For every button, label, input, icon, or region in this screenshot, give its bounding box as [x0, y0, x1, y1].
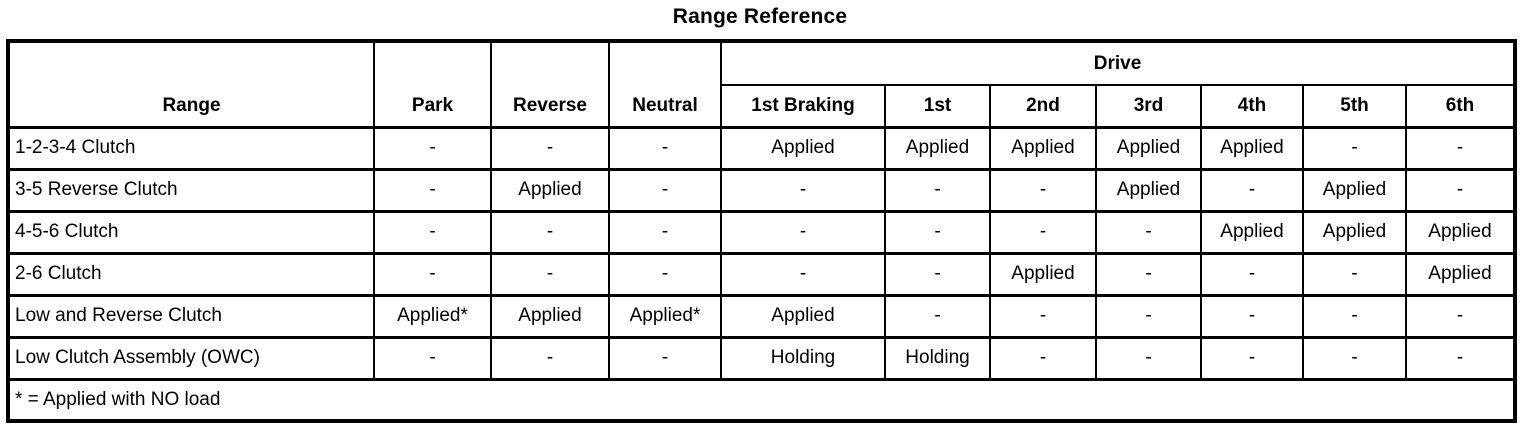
footnote-text: * = Applied with NO load [7, 377, 1516, 422]
table-row: Low and Reverse Clutch Applied* Applied … [7, 293, 1516, 338]
table-cell: - [1200, 251, 1304, 296]
table-cell: Applied [720, 293, 886, 338]
table-cell: - [720, 251, 886, 296]
table-cell: - [1095, 335, 1202, 380]
table-cell: - [1405, 293, 1516, 338]
col-header-2nd: 2nd [989, 84, 1097, 128]
col-header-1st: 1st [884, 84, 991, 128]
footnote-row: * = Applied with NO load [7, 377, 1516, 422]
table-row: 2-6 Clutch - - - - - Applied - - - Appli… [7, 251, 1516, 296]
table-cell: Applied [1200, 209, 1304, 254]
table-cell: Applied [1095, 125, 1202, 170]
table-cell: - [490, 209, 610, 254]
table-cell: Holding [720, 335, 886, 380]
table-cell: - [884, 167, 991, 212]
table-cell: - [373, 335, 492, 380]
table-row: 1-2-3-4 Clutch - - - Applied Applied App… [7, 125, 1516, 170]
row-label: 1-2-3-4 Clutch [7, 125, 375, 170]
table-cell: Applied [989, 251, 1097, 296]
table-cell: - [1302, 125, 1407, 170]
table-cell: Applied* [373, 293, 492, 338]
table-cell: Applied [1405, 209, 1516, 254]
col-header-6th: 6th [1405, 84, 1516, 128]
table-cell: Applied [1200, 125, 1304, 170]
table-cell: Holding [884, 335, 991, 380]
col-header-4th: 4th [1200, 84, 1304, 128]
row-label: Low Clutch Assembly (OWC) [7, 335, 375, 380]
col-header-park: Park [373, 40, 492, 128]
table-cell: - [1095, 209, 1202, 254]
table-cell: Applied [1302, 209, 1407, 254]
table-cell: - [1200, 167, 1304, 212]
range-reference-table: Range Park Reverse Neutral Drive 1st Bra… [6, 39, 1517, 423]
table-cell: - [1302, 335, 1407, 380]
row-label: 2-6 Clutch [7, 251, 375, 296]
col-header-1st-braking: 1st Braking [720, 84, 886, 128]
table-cell: - [989, 209, 1097, 254]
table-cell: - [373, 167, 492, 212]
col-header-drive: Drive [720, 40, 1516, 86]
col-header-5th: 5th [1302, 84, 1407, 128]
table-cell: - [1200, 335, 1304, 380]
table-cell: Applied [720, 125, 886, 170]
table-cell: - [1302, 293, 1407, 338]
table-cell: Applied [1095, 167, 1202, 212]
table-cell: - [1200, 293, 1304, 338]
table-cell: - [373, 125, 492, 170]
table-row: 4-5-6 Clutch - - - - - - - Applied Appli… [7, 209, 1516, 254]
table-cell: Applied [884, 125, 991, 170]
table-cell: - [490, 125, 610, 170]
col-header-neutral: Neutral [608, 40, 722, 128]
table-cell: - [1405, 125, 1516, 170]
page-title: Range Reference [672, 5, 848, 28]
table-cell: - [608, 251, 722, 296]
table-cell: - [884, 209, 991, 254]
table-cell: Applied* [608, 293, 722, 338]
table-cell: - [720, 167, 886, 212]
table-cell: Applied [1405, 251, 1516, 296]
table-cell: Applied [989, 125, 1097, 170]
table-cell: - [608, 167, 722, 212]
table-cell: - [490, 335, 610, 380]
table-cell: - [1302, 251, 1407, 296]
table-row: Low Clutch Assembly (OWC) - - - Holding … [7, 335, 1516, 380]
table-cell: - [720, 209, 886, 254]
table-cell: - [373, 251, 492, 296]
row-label: 3-5 Reverse Clutch [7, 167, 375, 212]
table-cell: - [989, 335, 1097, 380]
table-cell: Applied [490, 293, 610, 338]
row-label: Low and Reverse Clutch [7, 293, 375, 338]
col-header-3rd: 3rd [1095, 84, 1202, 128]
table-cell: - [608, 125, 722, 170]
table-header: Range Park Reverse Neutral Drive 1st Bra… [7, 40, 1516, 128]
table-body: 1-2-3-4 Clutch - - - Applied Applied App… [7, 125, 1516, 422]
table-cell: - [884, 251, 991, 296]
table-row: 3-5 Reverse Clutch - Applied - - - - App… [7, 167, 1516, 212]
table-cell: - [1095, 293, 1202, 338]
table-cell: Applied [490, 167, 610, 212]
col-header-reverse: Reverse [490, 40, 610, 128]
col-header-range: Range [7, 40, 375, 128]
table-cell: - [608, 209, 722, 254]
table-cell: - [884, 293, 991, 338]
row-label: 4-5-6 Clutch [7, 209, 375, 254]
table-cell: - [373, 209, 492, 254]
table-cell: - [989, 167, 1097, 212]
table-cell: - [490, 251, 610, 296]
table-cell: - [1405, 335, 1516, 380]
table-cell: - [1405, 167, 1516, 212]
table-cell: - [608, 335, 722, 380]
table-cell: Applied [1302, 167, 1407, 212]
table-cell: - [989, 293, 1097, 338]
table-cell: - [1095, 251, 1202, 296]
